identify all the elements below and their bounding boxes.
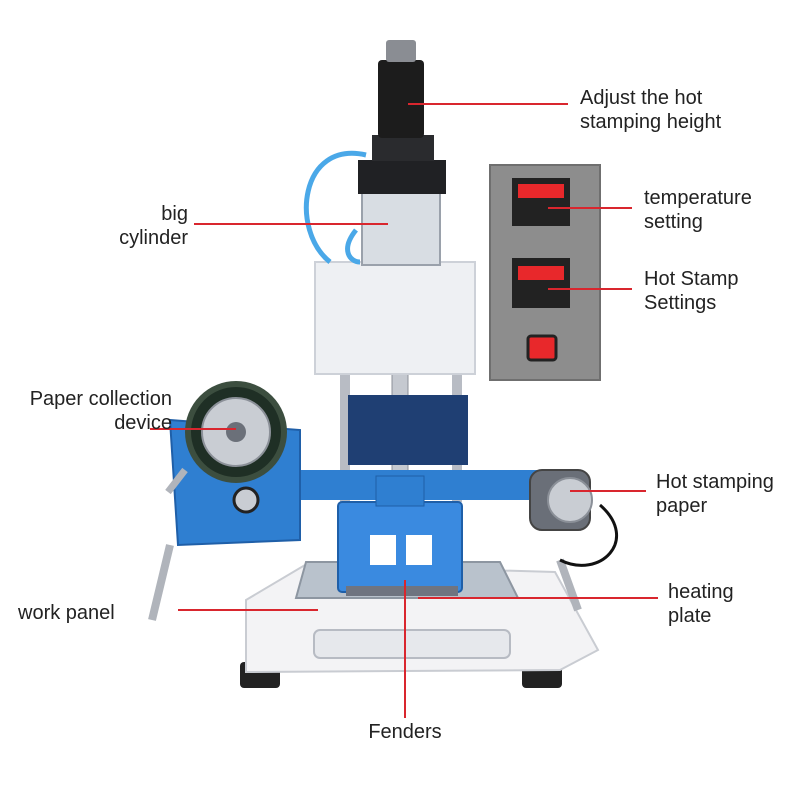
label-stamping-paper-line1: Hot stamping <box>656 471 774 493</box>
stamping-paper-rod <box>556 558 582 612</box>
label-fenders-line1: Fenders <box>368 721 442 743</box>
label-heating-plate: heating plate <box>668 580 734 628</box>
collection-rod-2 <box>165 467 188 495</box>
temp-readout <box>518 184 564 198</box>
label-heating-plate-line1: heating <box>668 581 734 603</box>
air-hose-left <box>303 150 367 264</box>
label-temperature-line1: temperature <box>644 187 752 209</box>
cylinder-cap <box>358 160 446 194</box>
machine-body <box>314 261 476 375</box>
label-temperature-setting: temperature setting <box>644 186 752 234</box>
power-switch <box>526 334 558 362</box>
air-hose-right <box>345 228 361 265</box>
base-slot <box>313 629 511 659</box>
label-adjust-height-line2: stamping height <box>580 111 722 133</box>
label-big-cylinder: big cylinder <box>96 202 188 250</box>
label-temperature-line2: setting <box>644 211 703 233</box>
height-adjuster-knob <box>386 40 416 62</box>
heating-plate <box>346 586 458 596</box>
label-paper-collection-line1: Paper collection <box>29 388 172 410</box>
label-hot-stamp-line2: Settings <box>644 292 717 314</box>
label-paper-collection-line2: device <box>114 412 172 434</box>
label-big-cylinder-line1: big <box>161 203 188 225</box>
label-hot-stamping-paper: Hot stamping paper <box>656 470 774 518</box>
collection-rod <box>148 544 174 621</box>
stamp-readout <box>518 266 564 280</box>
collection-reel-hub <box>226 422 246 442</box>
pillar-left <box>340 372 350 502</box>
power-cable <box>559 503 619 567</box>
label-paper-collection: Paper collection device <box>4 387 172 435</box>
label-fenders: Fenders <box>345 720 465 744</box>
cylinder-mid <box>372 135 434 161</box>
label-work-panel-line1: work panel <box>18 602 115 624</box>
fender-block <box>337 501 463 593</box>
label-adjust-height-line1: Adjust the hot <box>580 87 703 109</box>
label-hot-stamp-line1: Hot Stamp <box>644 268 739 290</box>
label-heating-plate-line2: plate <box>668 605 712 627</box>
label-stamping-paper-line2: paper <box>656 495 708 517</box>
label-work-panel: work panel <box>18 601 115 625</box>
stamping-paper-hub <box>547 477 593 523</box>
label-big-cylinder-line2: cylinder <box>119 227 188 249</box>
label-adjust-height: Adjust the hot stamping height <box>580 86 721 134</box>
cylinder-body <box>361 189 441 266</box>
warning-sticker-right <box>406 535 432 565</box>
warning-sticker-left <box>370 535 396 565</box>
stamp-display <box>512 258 570 308</box>
heating-block-top <box>375 475 425 507</box>
height-adjuster <box>378 60 424 138</box>
label-hot-stamp-settings: Hot Stamp Settings <box>644 267 738 315</box>
collection-roller <box>232 486 260 514</box>
back-plate <box>348 395 468 465</box>
